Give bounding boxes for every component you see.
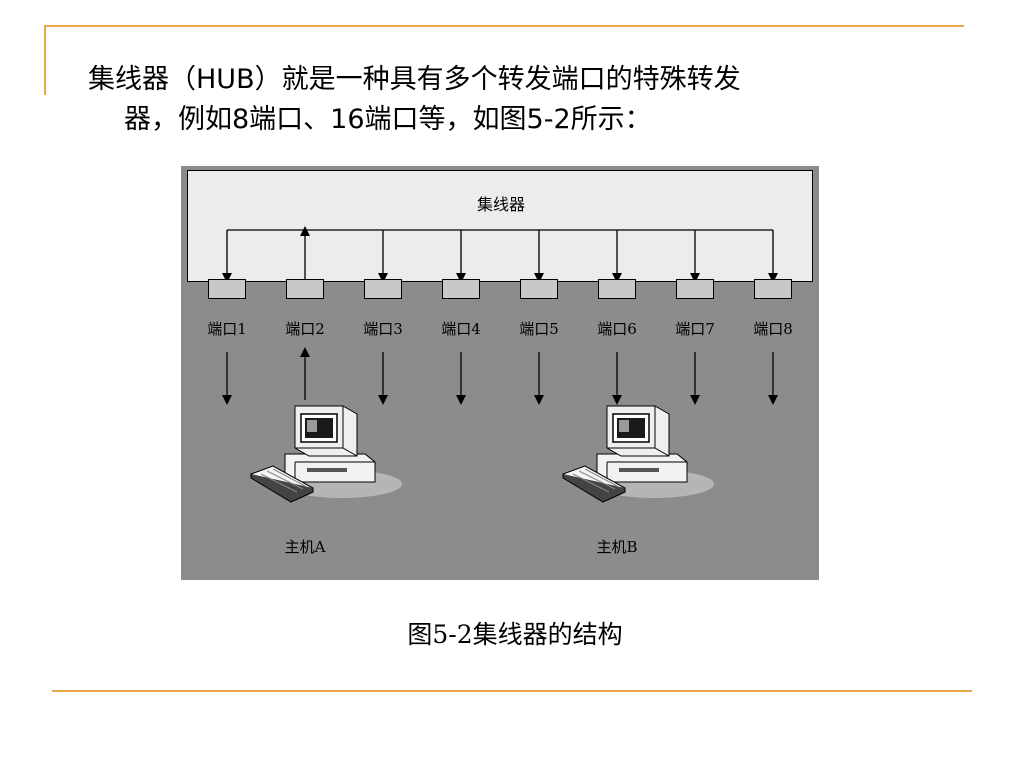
port-label-6: 端口6 <box>597 320 637 338</box>
port-box-2 <box>286 279 324 299</box>
paragraph-line-2: 器，例如8端口、16端口等，如图5-2所示： <box>124 104 652 135</box>
host-label-1: 主机A <box>284 538 326 556</box>
port-box-5 <box>520 279 558 299</box>
top-accent-rule <box>44 25 964 27</box>
computer-icon-host-1 <box>249 405 402 503</box>
port-box-7 <box>676 279 714 299</box>
port-box-3 <box>364 279 402 299</box>
host-label-2: 主机B <box>596 538 638 556</box>
paragraph-line-1: 集线器（HUB）就是一种具有多个转发端口的特殊转发 <box>88 64 741 95</box>
computer-icon-host-2 <box>561 405 714 503</box>
hub-box: 集线器 <box>187 170 813 282</box>
port-label-5: 端口5 <box>519 320 559 338</box>
bottom-accent-rule <box>52 690 972 692</box>
port-label-4: 端口4 <box>441 320 481 338</box>
port-box-4 <box>442 279 480 299</box>
figure-caption: 图5-2集线器的结构 <box>407 620 623 649</box>
intro-paragraph: 集线器（HUB）就是一种具有多个转发端口的特殊转发 器，例如8端口、16端口等，… <box>88 60 928 140</box>
port-box-8 <box>754 279 792 299</box>
port-label-1: 端口1 <box>207 320 247 338</box>
hub-wiring <box>222 226 778 503</box>
port-box-6 <box>598 279 636 299</box>
hub-structure-figure: 集线器 端口1 端口2 端口3 端口4 端口5 端口6 端口7 端口8 主机A 主机B <box>181 166 819 580</box>
port-label-7: 端口7 <box>675 320 715 338</box>
left-accent-rule <box>44 25 46 95</box>
port-box-1 <box>208 279 246 299</box>
hub-label: 集线器 <box>476 195 525 214</box>
port-label-8: 端口8 <box>753 320 793 338</box>
port-label-3: 端口3 <box>363 320 403 338</box>
port-label-2: 端口2 <box>285 320 325 338</box>
